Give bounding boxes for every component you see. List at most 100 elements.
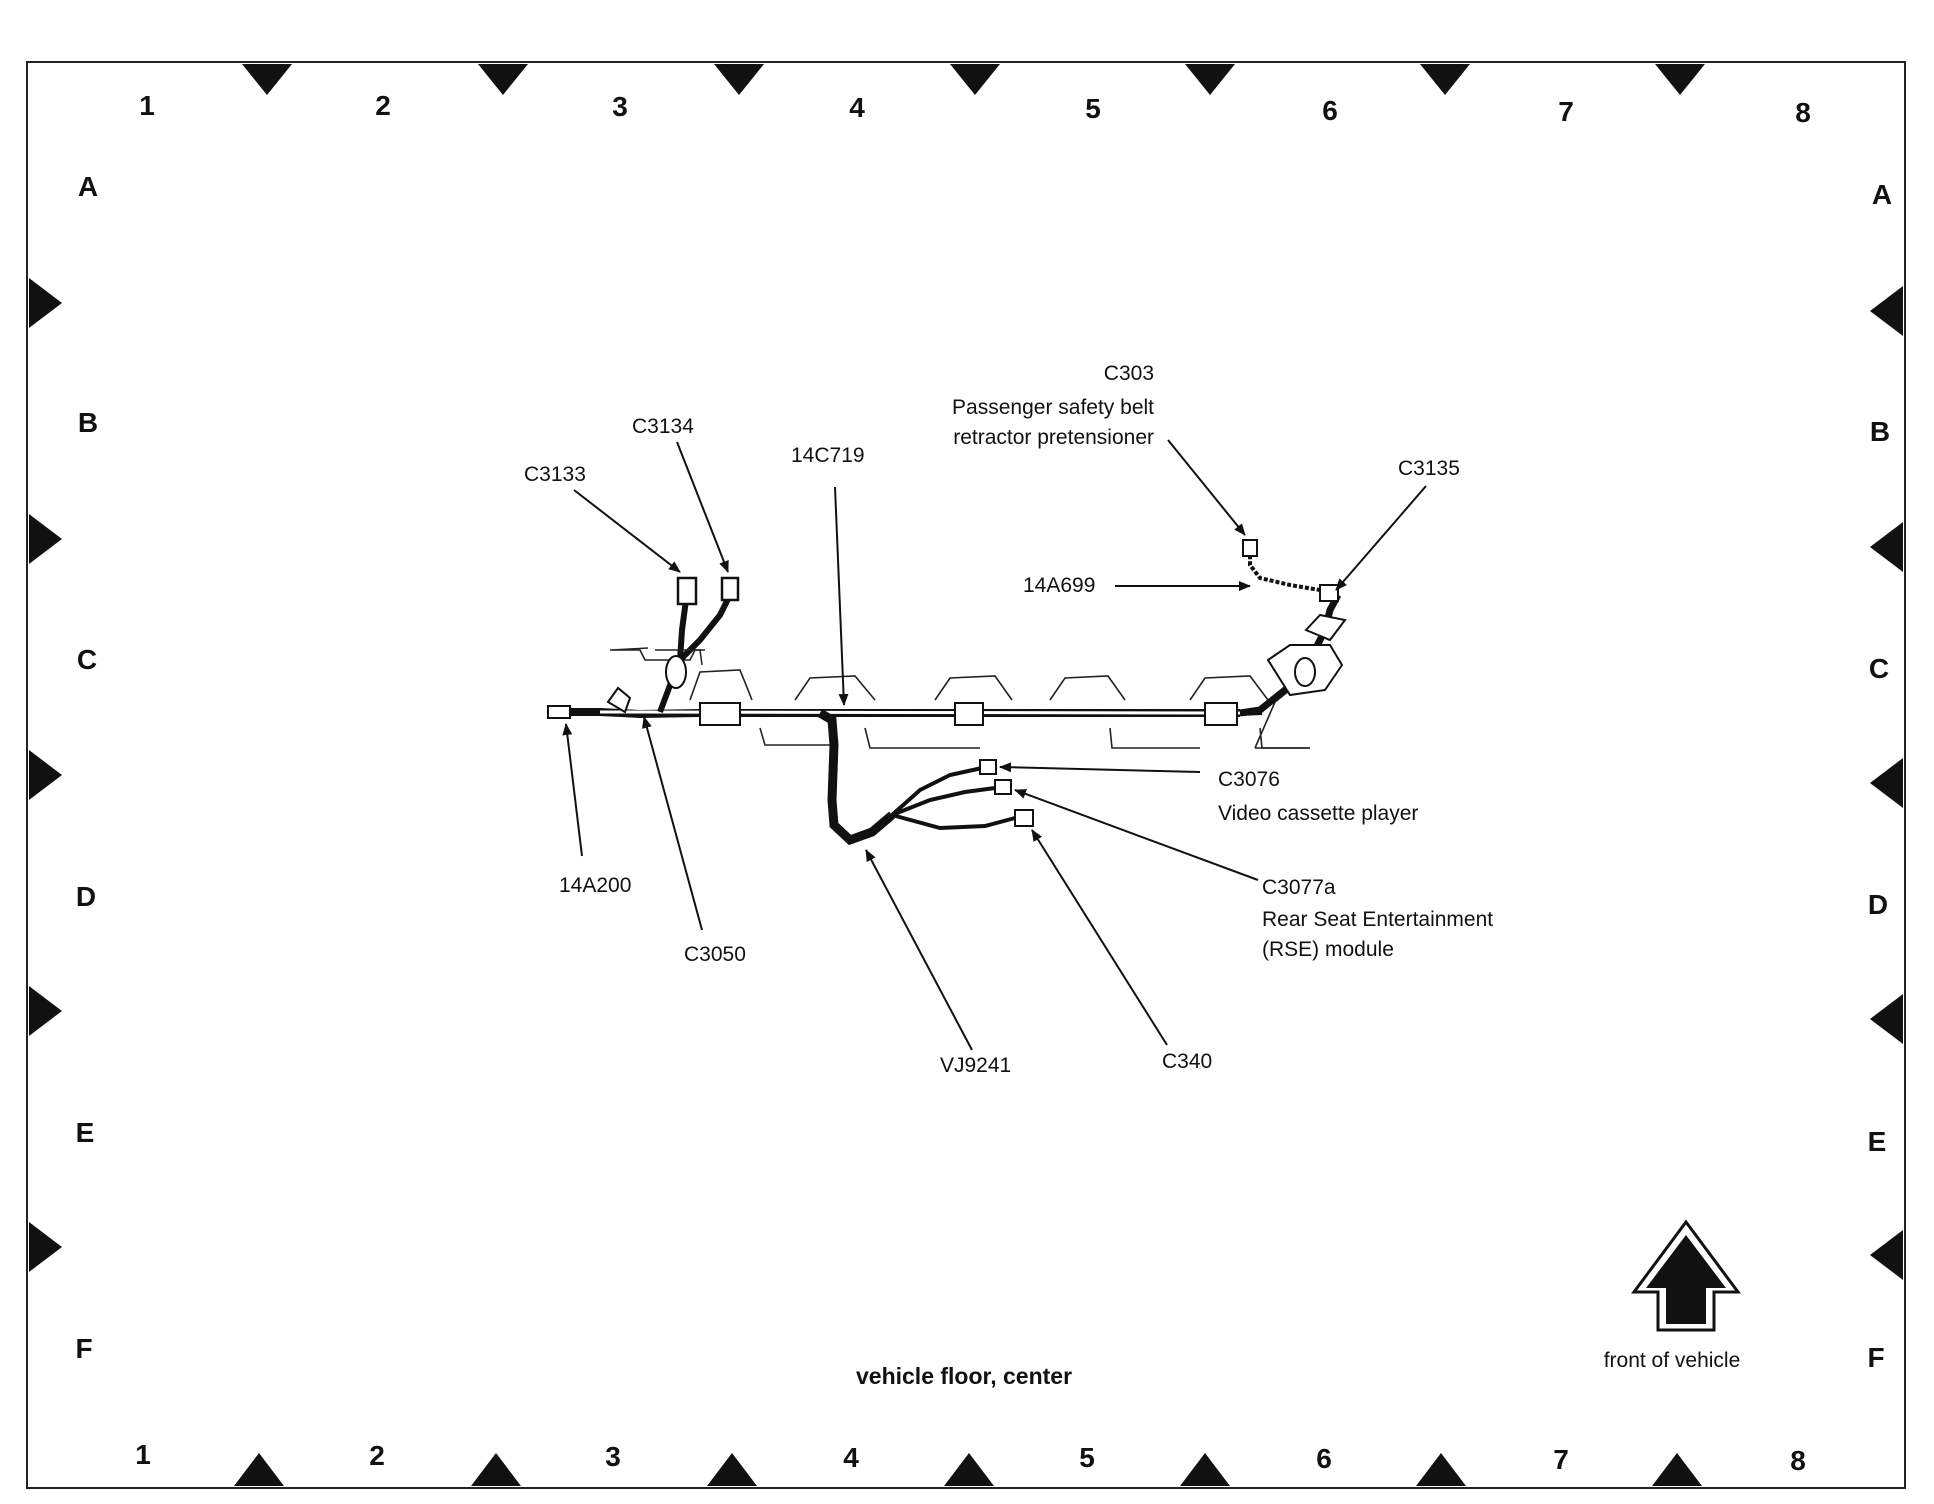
floor-outline: [610, 649, 1310, 749]
connector-c3134: [720, 576, 740, 602]
row-label-left-b: B: [78, 407, 98, 438]
connector-c3133: [676, 576, 698, 606]
diagram-border: [26, 61, 1906, 1489]
trunk-end: [1239, 709, 1263, 716]
top-marker-2: [478, 64, 528, 95]
col-label-top-1: 1: [139, 90, 155, 121]
right-row-labels: A B C D E F: [1867, 179, 1892, 1373]
connector-14a200: [547, 705, 571, 719]
label-c3050: C3050: [684, 943, 746, 966]
label-c3135: C3135: [1398, 457, 1460, 480]
col-label-top-2: 2: [375, 90, 391, 121]
leader-c340: [1031, 829, 1168, 1046]
col-label-bottom-4: 4: [843, 1442, 859, 1473]
right-marker-5: [1870, 1230, 1903, 1280]
label-14c719: 14C719: [791, 444, 865, 467]
leader-lines: [562, 439, 1427, 1051]
bottom-marker-6: [1416, 1453, 1466, 1486]
col-label-bottom-2: 2: [369, 1440, 385, 1471]
label-c3077a-desc-2: (RSE) module: [1262, 938, 1394, 961]
right-marker-2: [1870, 522, 1903, 572]
floor-outline-lower-3: [1109, 727, 1200, 749]
col-label-top-5: 5: [1085, 93, 1101, 124]
row-label-right-f: F: [1867, 1342, 1884, 1373]
leader-14a200: [562, 723, 583, 857]
connector-c303: [1242, 539, 1258, 557]
bottom-marker-4: [944, 1453, 994, 1486]
right-marker-1: [1870, 286, 1903, 336]
row-label-left-c: C: [77, 644, 97, 675]
row-label-left-f: F: [75, 1333, 92, 1364]
top-marker-5: [1185, 64, 1235, 95]
bottom-marker-5: [1180, 1453, 1230, 1486]
row-label-right-e: E: [1868, 1126, 1887, 1157]
bottom-marker-3: [707, 1453, 757, 1486]
grommet-left: [665, 655, 687, 689]
left-bracket-outline: [611, 647, 703, 666]
col-label-top-7: 7: [1558, 96, 1574, 127]
label-14a200: 14A200: [559, 874, 631, 897]
top-marker-6: [1420, 64, 1470, 95]
floor-outline-lower-4: [1259, 727, 1310, 749]
top-column-labels: 1 2 3 4 5 6 7 8: [139, 90, 1811, 128]
label-c303-desc-2: retractor pretensioner: [953, 426, 1154, 449]
retractor-flange: [1304, 613, 1347, 642]
col-label-bottom-6: 6: [1316, 1443, 1332, 1474]
right-marker-4: [1870, 994, 1903, 1044]
label-c3134: C3134: [632, 415, 694, 438]
floor-outline-lower-2: [864, 727, 980, 749]
col-label-top-3: 3: [612, 91, 628, 122]
floor-outline-left-bump: [689, 669, 753, 701]
leader-vj9241: [865, 849, 973, 1051]
label-14a699: 14A699: [1023, 574, 1095, 597]
row-label-right-a: A: [1872, 179, 1892, 210]
connector-c3077a: [994, 779, 1012, 795]
branch-c340: [891, 813, 1016, 831]
harness-sleeve-left: [699, 702, 741, 726]
leader-c3050: [642, 716, 703, 931]
label-c3077a-desc-1: Rear Seat Entertainment: [1262, 908, 1493, 931]
leader-c3133: [573, 489, 681, 573]
col-label-top-8: 8: [1795, 97, 1811, 128]
floor-outline-bump-1: [794, 675, 876, 701]
connector-c3135: [1319, 584, 1339, 602]
diagram-caption: vehicle floor, center: [856, 1363, 1072, 1389]
label-vj9241: VJ9241: [940, 1054, 1011, 1077]
floor-outline-bump-3: [1049, 675, 1126, 701]
row-label-right-c: C: [1869, 653, 1889, 684]
col-label-bottom-8: 8: [1790, 1445, 1806, 1476]
front-of-vehicle-indicator: front of vehicle: [1604, 1219, 1741, 1372]
leader-c303: [1167, 439, 1246, 536]
leader-c3135: [1335, 485, 1427, 591]
harness-sleeve-right: [1204, 702, 1238, 726]
col-label-bottom-7: 7: [1553, 1444, 1569, 1475]
top-marker-7: [1655, 64, 1705, 95]
bottom-marker-2: [471, 1453, 521, 1486]
top-marker-4: [950, 64, 1000, 95]
label-c3133: C3133: [524, 463, 586, 486]
left-marker-2: [29, 514, 62, 564]
row-label-left-e: E: [76, 1117, 95, 1148]
leader-c3134: [676, 441, 729, 573]
bottom-grid-markers: [234, 1453, 1702, 1486]
bottom-marker-1: [234, 1453, 284, 1486]
left-marker-4: [29, 986, 62, 1036]
bottom-marker-7: [1652, 1453, 1702, 1486]
front-of-vehicle-label: front of vehicle: [1604, 1349, 1741, 1372]
leader-c3076: [999, 762, 1201, 773]
floor-outline-bump-4: [1189, 675, 1269, 701]
label-c340: C340: [1162, 1050, 1212, 1073]
branch-c3076: [890, 766, 983, 817]
drop-branch: [817, 709, 895, 846]
left-grid-markers: [29, 278, 62, 1272]
right-marker-3: [1870, 758, 1903, 808]
front-arrow-icon-fill: [1646, 1235, 1726, 1324]
connector-c340: [1014, 809, 1034, 827]
main-harness-trunk-highlight: [599, 710, 1241, 715]
floor-outline-lower-1: [759, 727, 830, 746]
connector-c3076: [979, 759, 997, 775]
row-label-right-b: B: [1870, 416, 1890, 447]
row-label-left-a: A: [78, 171, 98, 202]
bottom-column-labels: 1 2 3 4 5 6 7 8: [135, 1439, 1806, 1476]
